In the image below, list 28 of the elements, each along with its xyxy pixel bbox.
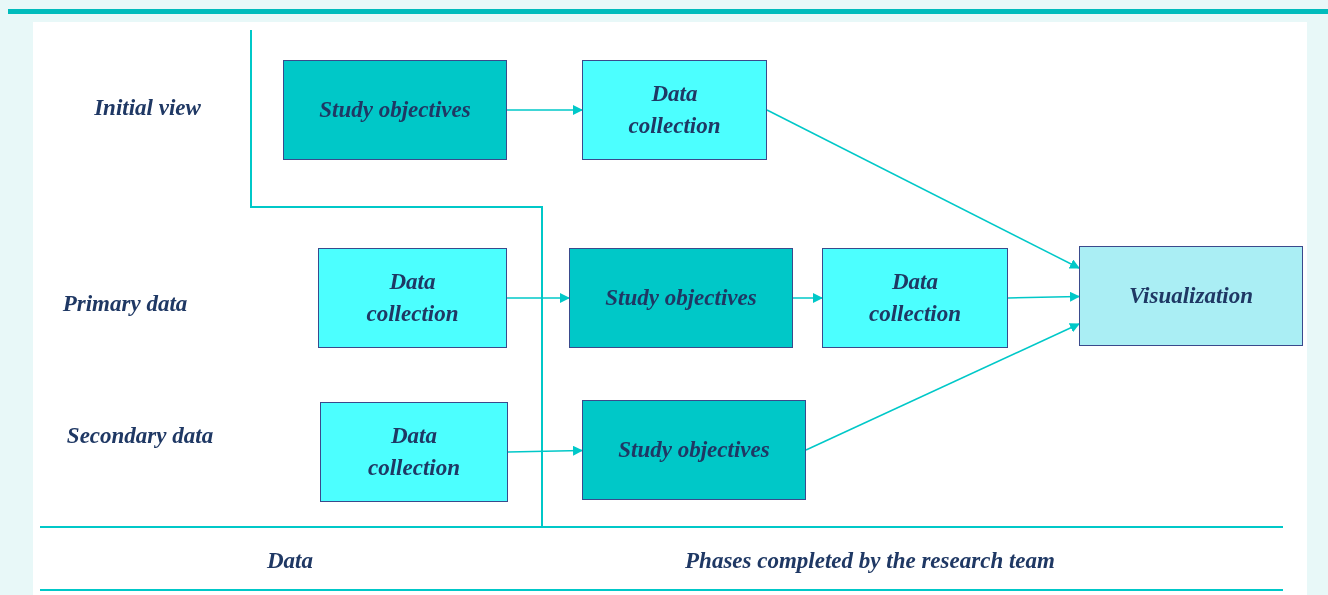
arrow xyxy=(506,293,570,303)
row-label: Primary data xyxy=(61,290,189,318)
row-label: Secondary data xyxy=(65,422,215,450)
process-box xyxy=(582,400,806,500)
process-box xyxy=(320,402,508,502)
box-label: Study objectives xyxy=(319,96,471,124)
process-box xyxy=(283,60,507,160)
arrow xyxy=(805,323,1080,451)
process-box xyxy=(1079,246,1303,346)
arrow xyxy=(507,445,583,456)
box-label: Study objectives xyxy=(618,436,770,464)
box-label: Data collection xyxy=(367,422,461,482)
arrow xyxy=(792,293,823,303)
process-box xyxy=(822,248,1008,348)
arrow xyxy=(766,109,1080,269)
box-label: Data collection xyxy=(365,268,460,328)
row-label: Initial view xyxy=(93,94,202,122)
arrow xyxy=(506,105,583,115)
box-label: Data collection xyxy=(868,268,962,328)
arrow xyxy=(1007,291,1080,302)
row-label: Phases completed by the research team xyxy=(684,547,1056,575)
row-label: Data xyxy=(266,547,314,575)
box-label: Data collection xyxy=(627,80,722,140)
process-box xyxy=(582,60,767,160)
box-label: Visualization xyxy=(1129,282,1253,310)
process-box xyxy=(318,248,507,348)
process-box xyxy=(569,248,793,348)
box-label: Study objectives xyxy=(605,284,757,312)
